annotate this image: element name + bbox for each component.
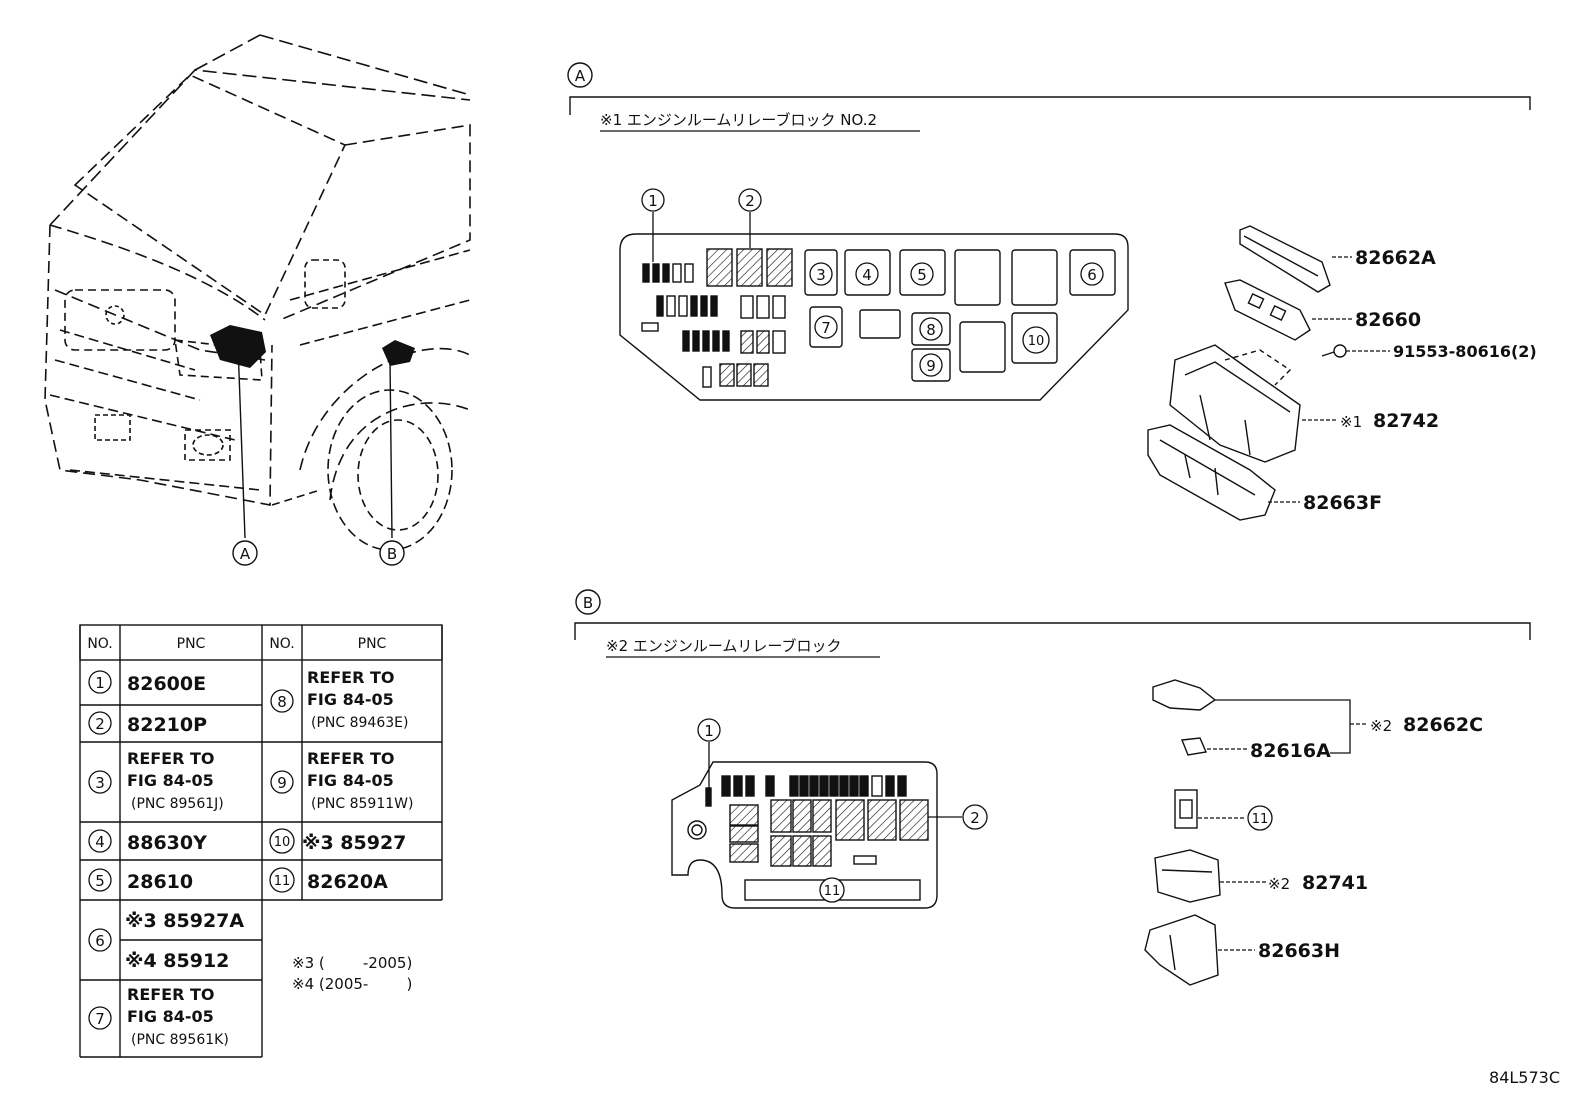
table-pnc-1: 82600E [127, 673, 206, 695]
section-b-marker: B [583, 594, 593, 612]
callout-leaders [237, 344, 393, 539]
table-pnc-3-line3: (PNC 89561J) [131, 796, 224, 812]
relay-block-b-numbers: 1 2 11 [697, 718, 988, 903]
block-b-number-11: 11 [824, 884, 841, 899]
block-a-number-2: 2 [745, 192, 755, 210]
part-82662A-label: 82662A [1355, 247, 1436, 269]
section-b-title: ※2 エンジンルームリレーブロック [606, 637, 842, 655]
table-pnc-2: 82210P [127, 714, 207, 736]
block-a-number-8: 8 [926, 321, 936, 339]
table-pnc-9-line1: REFER TO [307, 749, 395, 768]
table-pnc-10: ※3 85927 [302, 832, 406, 854]
part-82742-note: ※1 [1340, 413, 1362, 431]
part-82741-note: ※2 [1268, 875, 1290, 893]
table-pnc-9-line3: (PNC 85911W) [311, 796, 413, 812]
part-82663H-label: 82663H [1258, 940, 1340, 962]
table-pnc-7-line2: FIG 84-05 [127, 1007, 214, 1026]
footnote-4: ※4 (2005- ) [292, 975, 412, 993]
relay-block-b [671, 761, 938, 909]
parts-table: NO. PNC NO. PNC 1 2 3 4 5 6 7 8 9 10 11 … [79, 624, 443, 1058]
table-pnc-8-line2: FIG 84-05 [307, 690, 394, 709]
block-a-number-5: 5 [917, 266, 927, 284]
table-no-6: 6 [95, 932, 105, 950]
block-b-number-2: 2 [970, 809, 980, 827]
table-pnc-11: 82620A [307, 871, 388, 893]
table-no-5: 5 [95, 872, 105, 890]
relay-block-location-marks [210, 325, 415, 368]
block-a-number-3: 3 [816, 266, 826, 284]
relay-block-a [619, 233, 1129, 401]
table-pnc-4: 88630Y [127, 832, 207, 854]
relay-block-a-numbers: 1 2 3 4 5 6 7 8 9 10 [641, 188, 1104, 377]
table-no-2: 2 [95, 715, 105, 733]
section-b-parts [1144, 679, 1221, 986]
table-no-1: 1 [95, 674, 105, 692]
callout-a-label: A [240, 545, 251, 563]
table-pnc-8-line1: REFER TO [307, 668, 395, 687]
table-header-no: NO. [87, 636, 112, 652]
table-pnc-9-line2: FIG 84-05 [307, 771, 394, 790]
part-82741-label: 82741 [1302, 872, 1368, 894]
block-b-number-1: 1 [704, 722, 714, 740]
table-pnc-6b: ※4 85912 [125, 950, 229, 972]
callout-b: B [379, 540, 405, 566]
part-91553-80616-label: 91553-80616(2) [1393, 342, 1537, 361]
block-a-number-10: 10 [1028, 334, 1045, 349]
figure-code: 84L573C [1489, 1068, 1560, 1087]
block-a-number-7: 7 [821, 319, 831, 337]
part-82616A-label: 82616A [1250, 740, 1331, 762]
table-header-pnc: PNC [177, 636, 206, 652]
table-no-11: 11 [274, 874, 291, 889]
part-82663F-label: 82663F [1303, 492, 1382, 514]
table-no-7: 7 [95, 1010, 105, 1028]
block-a-number-6: 6 [1087, 266, 1097, 284]
part-11-number: 11 [1252, 812, 1269, 827]
section-a-title: ※1 エンジンルームリレーブロック NO.2 [600, 111, 877, 129]
part-82742-label: 82742 [1373, 410, 1439, 432]
section-b-header: B ※2 エンジンルームリレーブロック [574, 589, 1531, 658]
table-no-9: 9 [277, 774, 287, 792]
table-no-8: 8 [277, 693, 287, 711]
section-a-parts [1147, 225, 1347, 521]
table-pnc-6a: ※3 85927A [125, 910, 244, 932]
table-no-4: 4 [95, 833, 105, 851]
table-pnc-3-line1: REFER TO [127, 749, 215, 768]
section-b-part-leaders [1198, 699, 1368, 951]
footnote-3: ※3 ( -2005) [292, 954, 412, 972]
callout-a: A [232, 540, 258, 566]
section-a-header: A ※1 エンジンルームリレーブロック NO.2 [567, 62, 1531, 132]
part-82660-label: 82660 [1355, 309, 1421, 331]
part-82662C-note: ※2 [1370, 717, 1392, 735]
table-header-no-2: NO. [269, 636, 294, 652]
part-82662C-label: 82662C [1403, 714, 1483, 736]
block-a-number-1: 1 [648, 192, 658, 210]
section-a-marker: A [575, 67, 586, 85]
table-pnc-7-line1: REFER TO [127, 985, 215, 1004]
table-pnc-5: 28610 [127, 871, 193, 893]
table-header-pnc-2: PNC [358, 636, 387, 652]
table-pnc-3-line2: FIG 84-05 [127, 771, 214, 790]
table-pnc-8-line3: (PNC 89463E) [311, 715, 408, 731]
table-no-10: 10 [274, 835, 291, 850]
section-a-part-labels [1268, 256, 1390, 503]
table-no-3: 3 [95, 774, 105, 792]
block-a-number-9: 9 [926, 357, 936, 375]
van-illustration [44, 34, 471, 551]
block-a-number-4: 4 [862, 266, 872, 284]
table-pnc-7-line3: (PNC 89561K) [131, 1032, 229, 1048]
callout-b-label: B [387, 545, 397, 563]
